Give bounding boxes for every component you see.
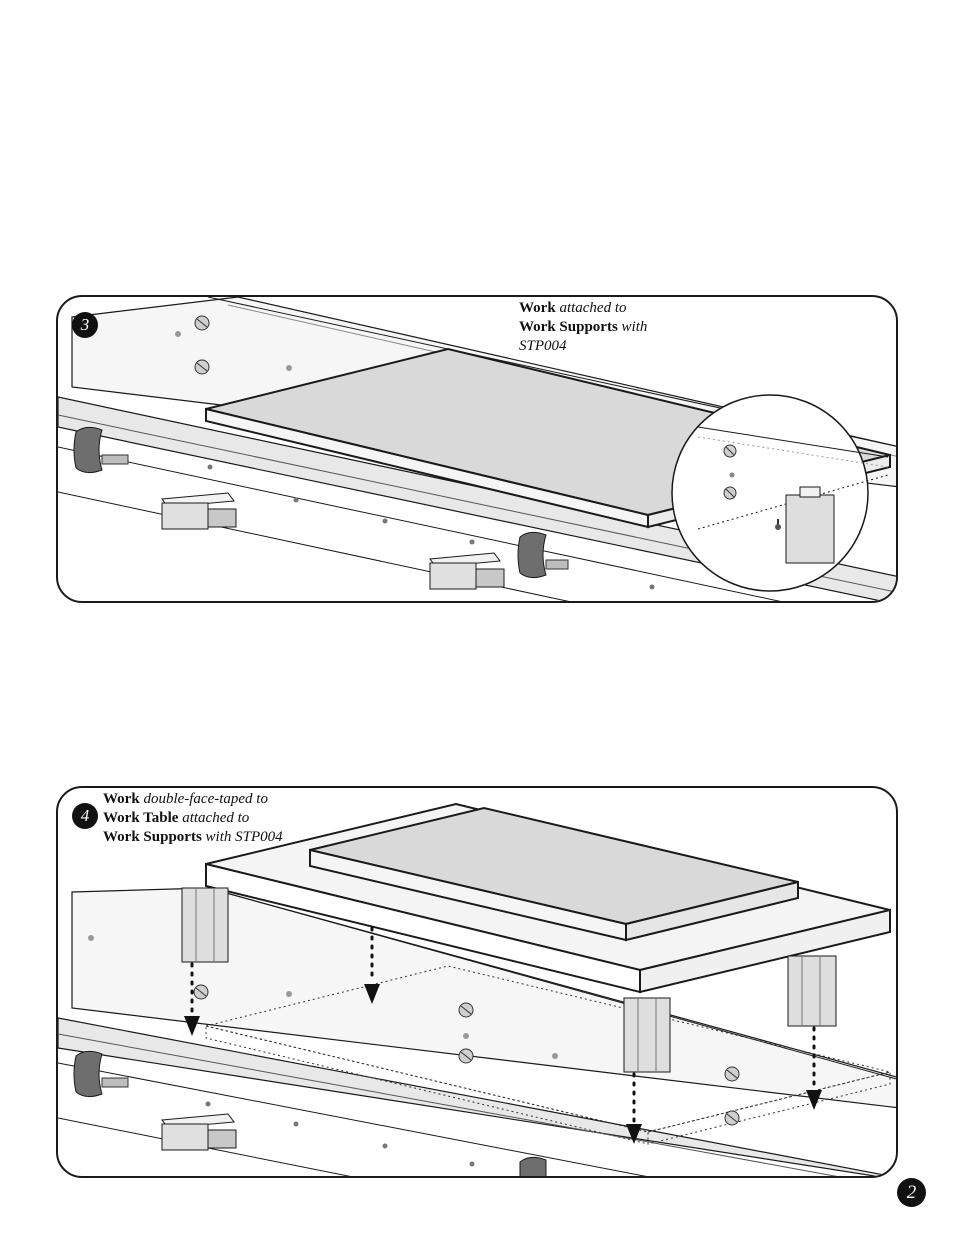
work-support — [787, 955, 837, 1027]
caption-bold-text: Work Supports — [519, 319, 618, 335]
detail-magnifier — [671, 394, 889, 592]
caption-italic-text: attached to — [555, 300, 627, 316]
step-3-illustration — [58, 297, 896, 601]
caption-italic-text: STP004 — [519, 338, 567, 354]
screw-icon — [193, 984, 740, 1126]
work-support — [623, 997, 671, 1073]
work-support — [181, 887, 229, 963]
down-arrow-icon — [184, 962, 200, 1036]
page-number-badge: 2 — [897, 1178, 926, 1207]
caption-bold-text: Work Table — [103, 810, 179, 826]
step-3-panel: 3 Work attached to Work Supports with ST… — [56, 295, 898, 603]
caption-bold-text: Work — [519, 300, 556, 316]
work-board — [309, 806, 799, 942]
base-rail — [58, 1017, 893, 1176]
down-arrow-icon — [806, 1026, 822, 1110]
clamp-block-icon — [161, 492, 237, 530]
knob-icon — [73, 426, 129, 474]
caption-bold-text: Work Supports — [103, 829, 202, 845]
knob-icon — [73, 1050, 129, 1098]
caption-italic-text: with — [617, 319, 648, 335]
step-4-illustration — [58, 802, 896, 1176]
caption-italic-text: attached to — [178, 810, 250, 826]
step-number-badge: 3 — [72, 312, 98, 338]
screw-icon — [175, 315, 292, 375]
step-4-caption: Work double-face-taped to Work Table att… — [103, 790, 283, 847]
down-arrow-icon — [364, 926, 380, 1004]
caption-italic-text: double-face-taped to — [139, 791, 268, 807]
step-number-badge: 4 — [72, 803, 98, 829]
caption-italic-text: with STP004 — [201, 829, 283, 845]
clamp-block-icon — [429, 552, 505, 590]
knob-icon — [519, 1156, 547, 1176]
step-4-panel: 4 Work double-face-taped to Work Table a… — [56, 786, 898, 1178]
down-arrow-icon — [626, 1072, 642, 1144]
clamp-block-icon — [161, 1113, 237, 1151]
step-3-caption: Work attached to Work Supports with STP0… — [519, 299, 647, 356]
knob-icon — [517, 531, 569, 579]
caption-bold-text: Work — [103, 791, 140, 807]
